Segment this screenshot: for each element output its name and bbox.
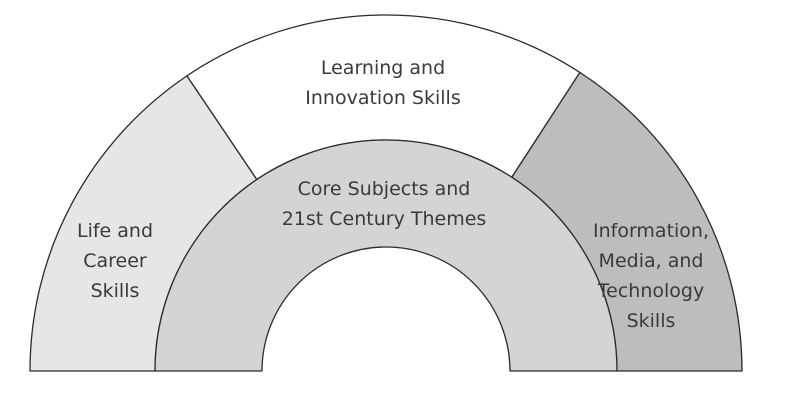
- learning-line-1: Learning and: [320, 57, 446, 79]
- info-line-1: Information,: [592, 220, 710, 242]
- core-line-1: Core Subjects and: [297, 178, 471, 200]
- info-line-2: Media, and: [598, 250, 704, 272]
- core-subjects-label: Core Subjects and 21st Century Themes: [268, 174, 500, 234]
- learning-and-innovation-skills-label: Learning and Innovation Skills: [283, 53, 483, 113]
- info-line-4: Skills: [626, 310, 676, 332]
- info-line-3: Technology: [597, 280, 705, 302]
- information-media-technology-skills-label: Information, Media, and Technology Skill…: [584, 216, 718, 336]
- life-career-line-2: Career: [83, 250, 147, 272]
- segment-core-subjects-and-themes: [154, 139, 618, 372]
- learning-line-2: Innovation Skills: [305, 87, 461, 109]
- life-and-career-skills-label: Life and Career Skills: [55, 216, 175, 306]
- core-line-2: 21st Century Themes: [281, 208, 487, 230]
- life-career-line-3: Skills: [90, 280, 140, 302]
- life-career-line-1: Life and: [76, 220, 154, 242]
